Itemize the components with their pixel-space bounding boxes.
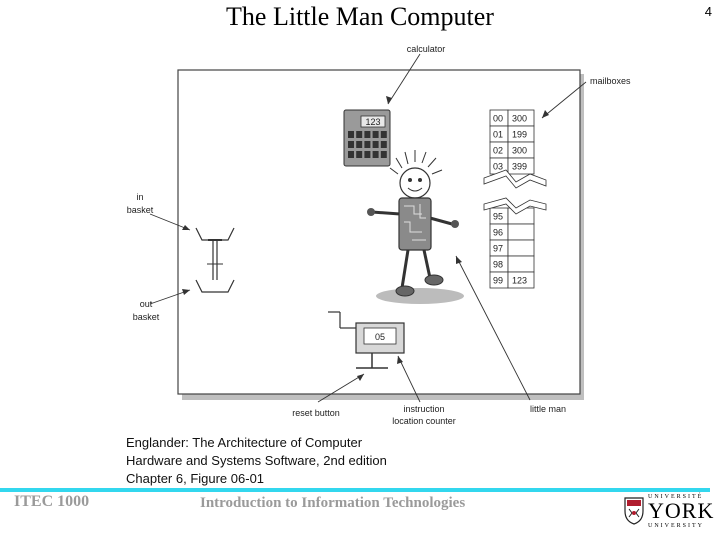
mailbox-address: 96 bbox=[493, 228, 503, 238]
calculator-key bbox=[372, 141, 379, 148]
logo-top-text: UNIVERSITÉ bbox=[648, 494, 704, 500]
label-reset-button: reset button bbox=[292, 408, 340, 418]
calculator-key bbox=[356, 151, 363, 158]
mailbox-value: 399 bbox=[512, 162, 527, 172]
mailbox-value: 300 bbox=[512, 114, 527, 124]
mailbox-break-bottom bbox=[483, 197, 547, 215]
calculator-key bbox=[364, 141, 371, 148]
york-university-logo: UNIVERSITÉ YORK UNIVERSITY bbox=[624, 493, 715, 531]
caption-line: Chapter 6, Figure 06-01 bbox=[126, 471, 265, 486]
label-location-counter: location counter bbox=[392, 416, 456, 426]
label-in: in bbox=[136, 192, 143, 202]
crest-icon bbox=[624, 497, 644, 525]
location-counter-icon: 05 bbox=[328, 311, 405, 369]
calculator-key bbox=[380, 131, 387, 138]
label-out: out bbox=[140, 299, 153, 309]
calculator-key bbox=[380, 141, 387, 148]
mailbox-break-top bbox=[483, 169, 547, 189]
mailbox-address: 00 bbox=[493, 114, 503, 124]
calculator-key bbox=[364, 151, 371, 158]
mailbox-value: 199 bbox=[512, 130, 527, 140]
mailbox-address: 01 bbox=[493, 130, 503, 140]
mailbox-value-cell bbox=[507, 239, 535, 257]
mailbox-address: 95 bbox=[493, 212, 503, 222]
slide-title: The Little Man Computer bbox=[226, 2, 494, 31]
logo-bottom-text: UNIVERSITY bbox=[648, 523, 704, 529]
mailbox-value-cell bbox=[507, 271, 535, 289]
calculator-key bbox=[348, 151, 354, 158]
calculator-key bbox=[356, 131, 363, 138]
label-instruction: instruction bbox=[403, 404, 444, 414]
caption-line: Englander: The Architecture of Computer bbox=[126, 435, 363, 450]
mailboxes-grid: 00 300 01 199 02 300 03 399 95 96 97 98 99 123 bbox=[483, 109, 547, 289]
caption-line: Hardware and Systems Software, 2nd editi… bbox=[126, 453, 387, 468]
calculator-key bbox=[348, 131, 354, 138]
figure-caption: Englander: The Architecture of Computer … bbox=[126, 434, 446, 488]
mailbox-address: 99 bbox=[493, 276, 503, 286]
counter-display: 05 bbox=[375, 332, 385, 342]
label-in-basket: basket bbox=[127, 205, 154, 215]
calculator-key bbox=[380, 151, 387, 158]
logo-main-text: YORK bbox=[648, 498, 715, 523]
calculator-key bbox=[356, 141, 363, 148]
mailbox-address: 98 bbox=[493, 260, 503, 270]
page-number: 4 bbox=[704, 4, 712, 19]
little-man-icon bbox=[367, 150, 464, 304]
label-out-basket: basket bbox=[133, 312, 160, 322]
footer-subject: Introduction to Information Technologies bbox=[200, 495, 466, 511]
mailbox-address: 03 bbox=[493, 162, 503, 172]
calculator-display: 123 bbox=[365, 117, 380, 127]
footer-divider bbox=[0, 488, 710, 492]
mailbox-value-cell bbox=[507, 157, 535, 175]
callout-arrowheads bbox=[182, 96, 549, 381]
label-mailboxes: mailboxes bbox=[590, 76, 631, 86]
calculator-key bbox=[372, 131, 379, 138]
mailbox-address: 02 bbox=[493, 146, 503, 156]
calculator-key bbox=[348, 141, 354, 148]
calculator-key bbox=[364, 131, 371, 138]
basket-stand-icon bbox=[195, 227, 235, 293]
mailbox-value: 123 bbox=[512, 276, 527, 286]
mailbox-value: 300 bbox=[512, 146, 527, 156]
footer-course: ITEC 1000 bbox=[14, 493, 90, 510]
calculator-key bbox=[372, 151, 379, 158]
label-little-man: little man bbox=[530, 404, 566, 414]
mailbox-value-cell bbox=[507, 255, 535, 273]
label-calculator: calculator bbox=[407, 44, 446, 54]
mailbox-address: 97 bbox=[493, 244, 503, 254]
mailbox-value-cell bbox=[507, 223, 535, 241]
callout-arrows bbox=[149, 53, 587, 403]
calculator-icon: 123 bbox=[343, 109, 391, 167]
